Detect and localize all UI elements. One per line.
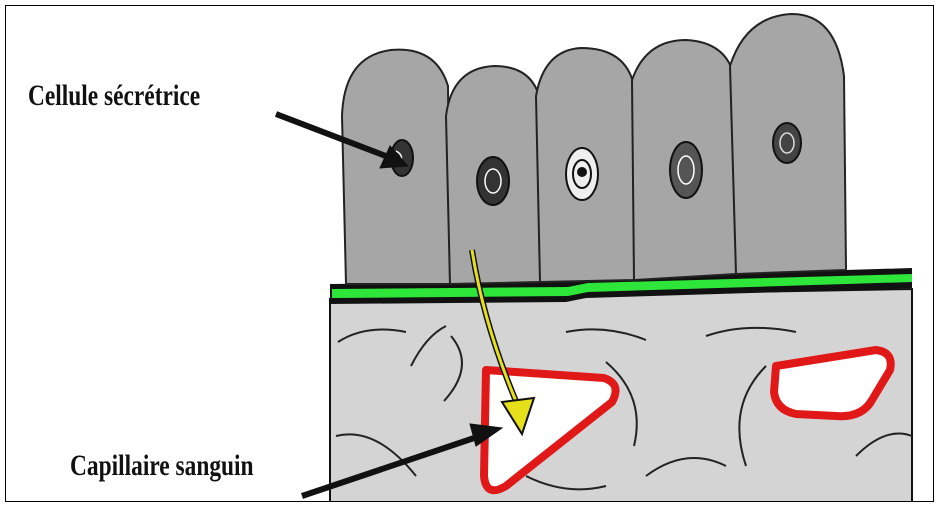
nucleus-4	[670, 142, 702, 198]
diagram-frame: Cellule sécrétrice Capillaire sanguin	[5, 5, 934, 502]
cells	[342, 14, 846, 284]
nucleus-3	[566, 148, 598, 200]
nucleus-2	[477, 157, 509, 205]
nucleus-5	[773, 123, 801, 163]
blood-capillary-label: Capillaire sanguin	[70, 449, 254, 483]
secretory-cell-label: Cellule sécrétrice	[28, 79, 200, 113]
